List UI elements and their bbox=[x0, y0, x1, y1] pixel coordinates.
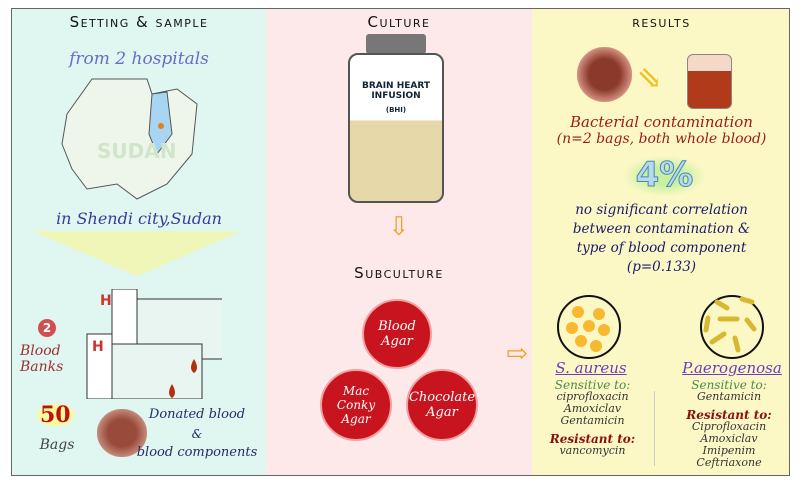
agar-chocolate: Chocolate Agar bbox=[406, 369, 478, 441]
arrow-icon: ⇘ bbox=[637, 61, 663, 96]
blood-bank-buildings-icon bbox=[86, 289, 222, 399]
down-arrow-icon: ⇩ bbox=[388, 212, 410, 242]
culture-panel: Culture BRAIN HEART INFUSION (BHI) ⇩ Sub… bbox=[266, 9, 532, 475]
antibiotic: Ceftriaxone bbox=[696, 456, 762, 469]
sudan-map bbox=[61, 78, 198, 200]
correlation-line2: between contamination & bbox=[572, 221, 751, 237]
ampersand: & bbox=[191, 427, 203, 441]
antibiotic: Ciprofloxacin bbox=[691, 420, 767, 433]
culture-heading: Culture bbox=[367, 13, 431, 31]
correlation-line3: type of blood component bbox=[576, 240, 747, 256]
resistant-label: Resistant to: bbox=[686, 408, 772, 422]
blood-bags-icon bbox=[97, 409, 147, 457]
blood-banks-label: Blood Banks bbox=[20, 343, 64, 375]
antibiotic: Gentamicin bbox=[560, 414, 625, 427]
antibiotic: Amoxiclav bbox=[563, 402, 622, 415]
p-aerogenosa-bacilli-icon bbox=[700, 295, 764, 359]
results-heading: results bbox=[632, 13, 691, 31]
percent-value: 4% bbox=[622, 155, 707, 197]
bottle-cap bbox=[366, 34, 426, 54]
components-text: blood components bbox=[136, 445, 258, 460]
p-value: (p=0.133) bbox=[626, 259, 697, 275]
bank-count-badge: 2 bbox=[38, 319, 56, 337]
setting-heading: Setting & sample bbox=[69, 13, 209, 31]
subculture-heading: Subculture bbox=[354, 264, 444, 282]
right-arrow-icon: ⇨ bbox=[506, 339, 528, 369]
sensitive-label: Sensitive to: bbox=[554, 378, 631, 392]
correlation-line1: no significant correlation bbox=[575, 202, 748, 218]
donated-text: Donated blood bbox=[148, 407, 246, 422]
city-text: in Shendi city,Sudan bbox=[56, 209, 222, 228]
results-panel: results ⇘ Bacterial contamination (n=2 b… bbox=[532, 9, 789, 475]
hospitals-text: from 2 hospitals bbox=[69, 49, 209, 69]
agar-macconky: Mac Conky Agar bbox=[320, 369, 392, 441]
divider bbox=[654, 391, 655, 466]
antibiotic: vancomycin bbox=[559, 444, 626, 457]
antibiotic: Imipenim bbox=[702, 444, 756, 457]
bottle-line3: (BHI) bbox=[385, 106, 407, 114]
sensitive-label: Sensitive to: bbox=[691, 378, 767, 392]
blood-bag-icon bbox=[687, 54, 732, 109]
organism-name: S. aureus bbox=[555, 359, 627, 377]
bags-label: Bags bbox=[39, 437, 75, 453]
bhi-bottle-icon bbox=[348, 53, 444, 203]
antibiotic: Gentamicin bbox=[696, 390, 762, 403]
antibiotic: Amoxiclav bbox=[700, 432, 758, 445]
agar-blood: Blood Agar bbox=[362, 299, 432, 369]
down-arrow-icon bbox=[32, 231, 242, 276]
resistant-label: Resistant to: bbox=[549, 432, 636, 446]
organism-name: P.aerogenosa bbox=[682, 359, 782, 377]
graphical-abstract: Setting & sample from 2 hospitals SUDAN … bbox=[11, 8, 790, 476]
bottle-line1: BRAIN HEART bbox=[361, 81, 431, 91]
setting-panel: Setting & sample from 2 hospitals SUDAN … bbox=[12, 9, 266, 475]
hospital-h-icon: H bbox=[92, 339, 104, 355]
s-aureus-cocci-icon bbox=[557, 295, 621, 359]
hospital-h-icon: H bbox=[100, 293, 112, 309]
sudan-label: SUDAN bbox=[97, 139, 177, 163]
antibiotic: ciprofloxacin bbox=[556, 390, 629, 403]
contamination-detail: (n=2 bags, both whole blood) bbox=[556, 131, 767, 147]
bottle-line2: INFUSION bbox=[371, 91, 421, 101]
contamination-text: Bacterial contamination bbox=[570, 113, 753, 131]
bag-count: 50 bbox=[34, 402, 77, 428]
blood-bags-icon bbox=[577, 47, 632, 102]
